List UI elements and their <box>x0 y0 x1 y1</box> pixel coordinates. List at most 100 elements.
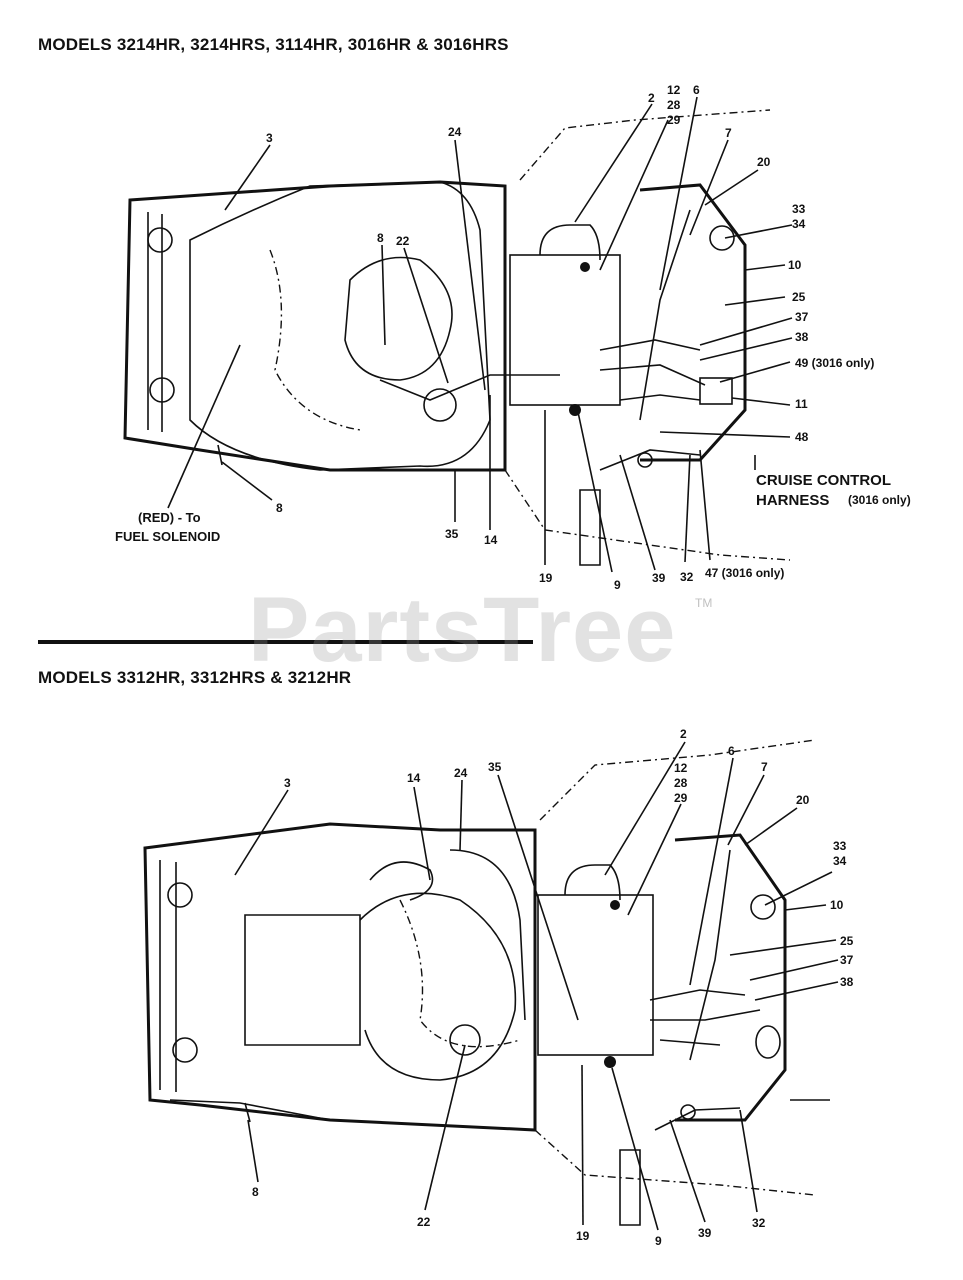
callout-bottom-22: 22 <box>417 1215 431 1229</box>
leader-top-32 <box>684 454 691 563</box>
leader-top-3 <box>224 144 271 211</box>
callout-top-35: 35 <box>445 527 459 541</box>
bottom-harness-engine <box>399 899 521 1048</box>
callout-bottom-12: 12 <box>674 761 688 775</box>
note-red-line2: FUEL SOLENOID <box>115 529 220 544</box>
leader-bottom-24 <box>459 779 463 851</box>
bottom-battery <box>537 894 654 1056</box>
bottom-body-line-lower <box>534 1129 816 1196</box>
callout-top-47: 47 (3016 only) <box>705 566 784 580</box>
leader-top-24 <box>454 139 486 391</box>
callout-top-8a: 8 <box>377 231 384 245</box>
section-title-bottom: MODELS 3312HR, 3312HRS & 3212HR <box>38 668 352 687</box>
top-harness-wires <box>599 339 706 401</box>
callout-bottom-34: 34 <box>833 854 847 868</box>
callout-top-29: 29 <box>667 113 681 127</box>
leader-bottom-8 <box>247 1119 259 1183</box>
leader-top-39 <box>619 454 656 571</box>
callout-top-10: 10 <box>788 258 802 272</box>
top-harness-engine <box>269 249 361 431</box>
section-divider <box>38 640 533 644</box>
top-battery-cable <box>539 224 601 261</box>
top-grille <box>147 212 163 432</box>
bottom-battery-terminal-pos <box>610 900 620 910</box>
leader-bottom-6 <box>689 757 734 986</box>
callout-bottom-10: 10 <box>830 898 844 912</box>
bottom-diagram: 3 14 24 35 2 6 12 28 29 7 20 33 34 10 25… <box>143 727 854 1248</box>
bottom-switch-39 <box>680 1104 696 1120</box>
callout-bottom-3: 3 <box>284 776 291 790</box>
top-module <box>699 377 733 405</box>
bottom-hood-outline <box>143 822 537 1132</box>
leader-bottom-20 <box>744 807 798 846</box>
leader-top-2 <box>574 103 653 223</box>
callout-top-49: 49 (3016 only) <box>795 356 874 370</box>
bottom-dash-panel <box>674 833 787 1122</box>
top-air-cleaner <box>344 256 453 381</box>
callout-bottom-25: 25 <box>840 934 854 948</box>
leader-top-8b <box>221 461 273 501</box>
top-body-line-lower <box>504 469 791 561</box>
callout-top-11: 11 <box>795 397 808 411</box>
bottom-wire-24 <box>449 849 526 1021</box>
callout-bottom-32: 32 <box>752 1216 766 1230</box>
callout-bottom-20: 20 <box>796 793 810 807</box>
callout-bottom-37: 37 <box>840 953 854 967</box>
top-engine-outline <box>189 181 491 471</box>
leader-top-37 <box>699 317 793 346</box>
top-hood-outline <box>123 180 507 472</box>
note-red-line1: (RED) - To <box>138 510 201 525</box>
bottom-floor-line <box>654 1107 741 1131</box>
callout-top-2: 2 <box>648 91 655 105</box>
callout-bottom-29: 29 <box>674 791 688 805</box>
leader-bottom-39 <box>669 1119 706 1223</box>
callout-bottom-28: 28 <box>674 776 688 790</box>
bottom-engine-block <box>244 914 361 1046</box>
top-harness-main <box>639 209 691 421</box>
leader-top-12-28-29 <box>599 119 669 271</box>
leader-bottom-14 <box>413 786 431 881</box>
leader-top-20 <box>704 169 759 206</box>
leader-top-48 <box>659 431 791 438</box>
callout-top-32: 32 <box>680 570 694 584</box>
bottom-grille <box>159 860 177 1092</box>
leader-bottom-25 <box>729 939 837 956</box>
leader-top-11 <box>731 397 791 406</box>
leader-top-8a <box>381 244 386 346</box>
note-cruise-line2: HARNESS <box>756 492 829 509</box>
leader-bottom-19 <box>581 1064 584 1226</box>
leader-top-10 <box>744 264 786 271</box>
callout-top-48: 48 <box>795 430 809 444</box>
bottom-starter-motor <box>449 1024 481 1056</box>
leader-top-33-34 <box>724 224 793 239</box>
bottom-battery-cable <box>564 864 621 901</box>
bottom-loop-14 <box>369 861 434 901</box>
callout-bottom-14: 14 <box>407 771 421 785</box>
bottom-body-line <box>539 739 816 821</box>
bottom-headlight-right <box>172 1037 198 1063</box>
callout-bottom-6: 6 <box>728 744 735 758</box>
callout-top-38: 38 <box>795 330 809 344</box>
top-pedal <box>579 489 601 566</box>
callout-bottom-24: 24 <box>454 766 468 780</box>
callout-top-3: 3 <box>266 131 273 145</box>
watermark: PartsTree <box>248 579 677 681</box>
bottom-harness-main <box>689 849 731 1061</box>
bottom-headlight-left <box>167 882 193 908</box>
callout-top-12: 12 <box>667 83 681 97</box>
top-battery <box>509 254 621 406</box>
bottom-battery-terminal-neg <box>604 1056 616 1068</box>
top-ignition-switch <box>709 225 735 251</box>
leader-bottom-22 <box>424 1044 466 1211</box>
top-body-line <box>519 109 771 181</box>
leader-bottom-38 <box>754 981 839 1001</box>
bottom-pedal <box>619 1149 641 1226</box>
callout-bottom-19: 19 <box>576 1229 590 1243</box>
callout-top-9: 9 <box>614 578 621 592</box>
leader-top-49 <box>719 361 791 383</box>
callout-top-6: 6 <box>693 83 700 97</box>
leader-bottom-37 <box>749 959 839 981</box>
leader-top-6 <box>659 96 698 291</box>
leader-top-22 <box>403 247 449 384</box>
